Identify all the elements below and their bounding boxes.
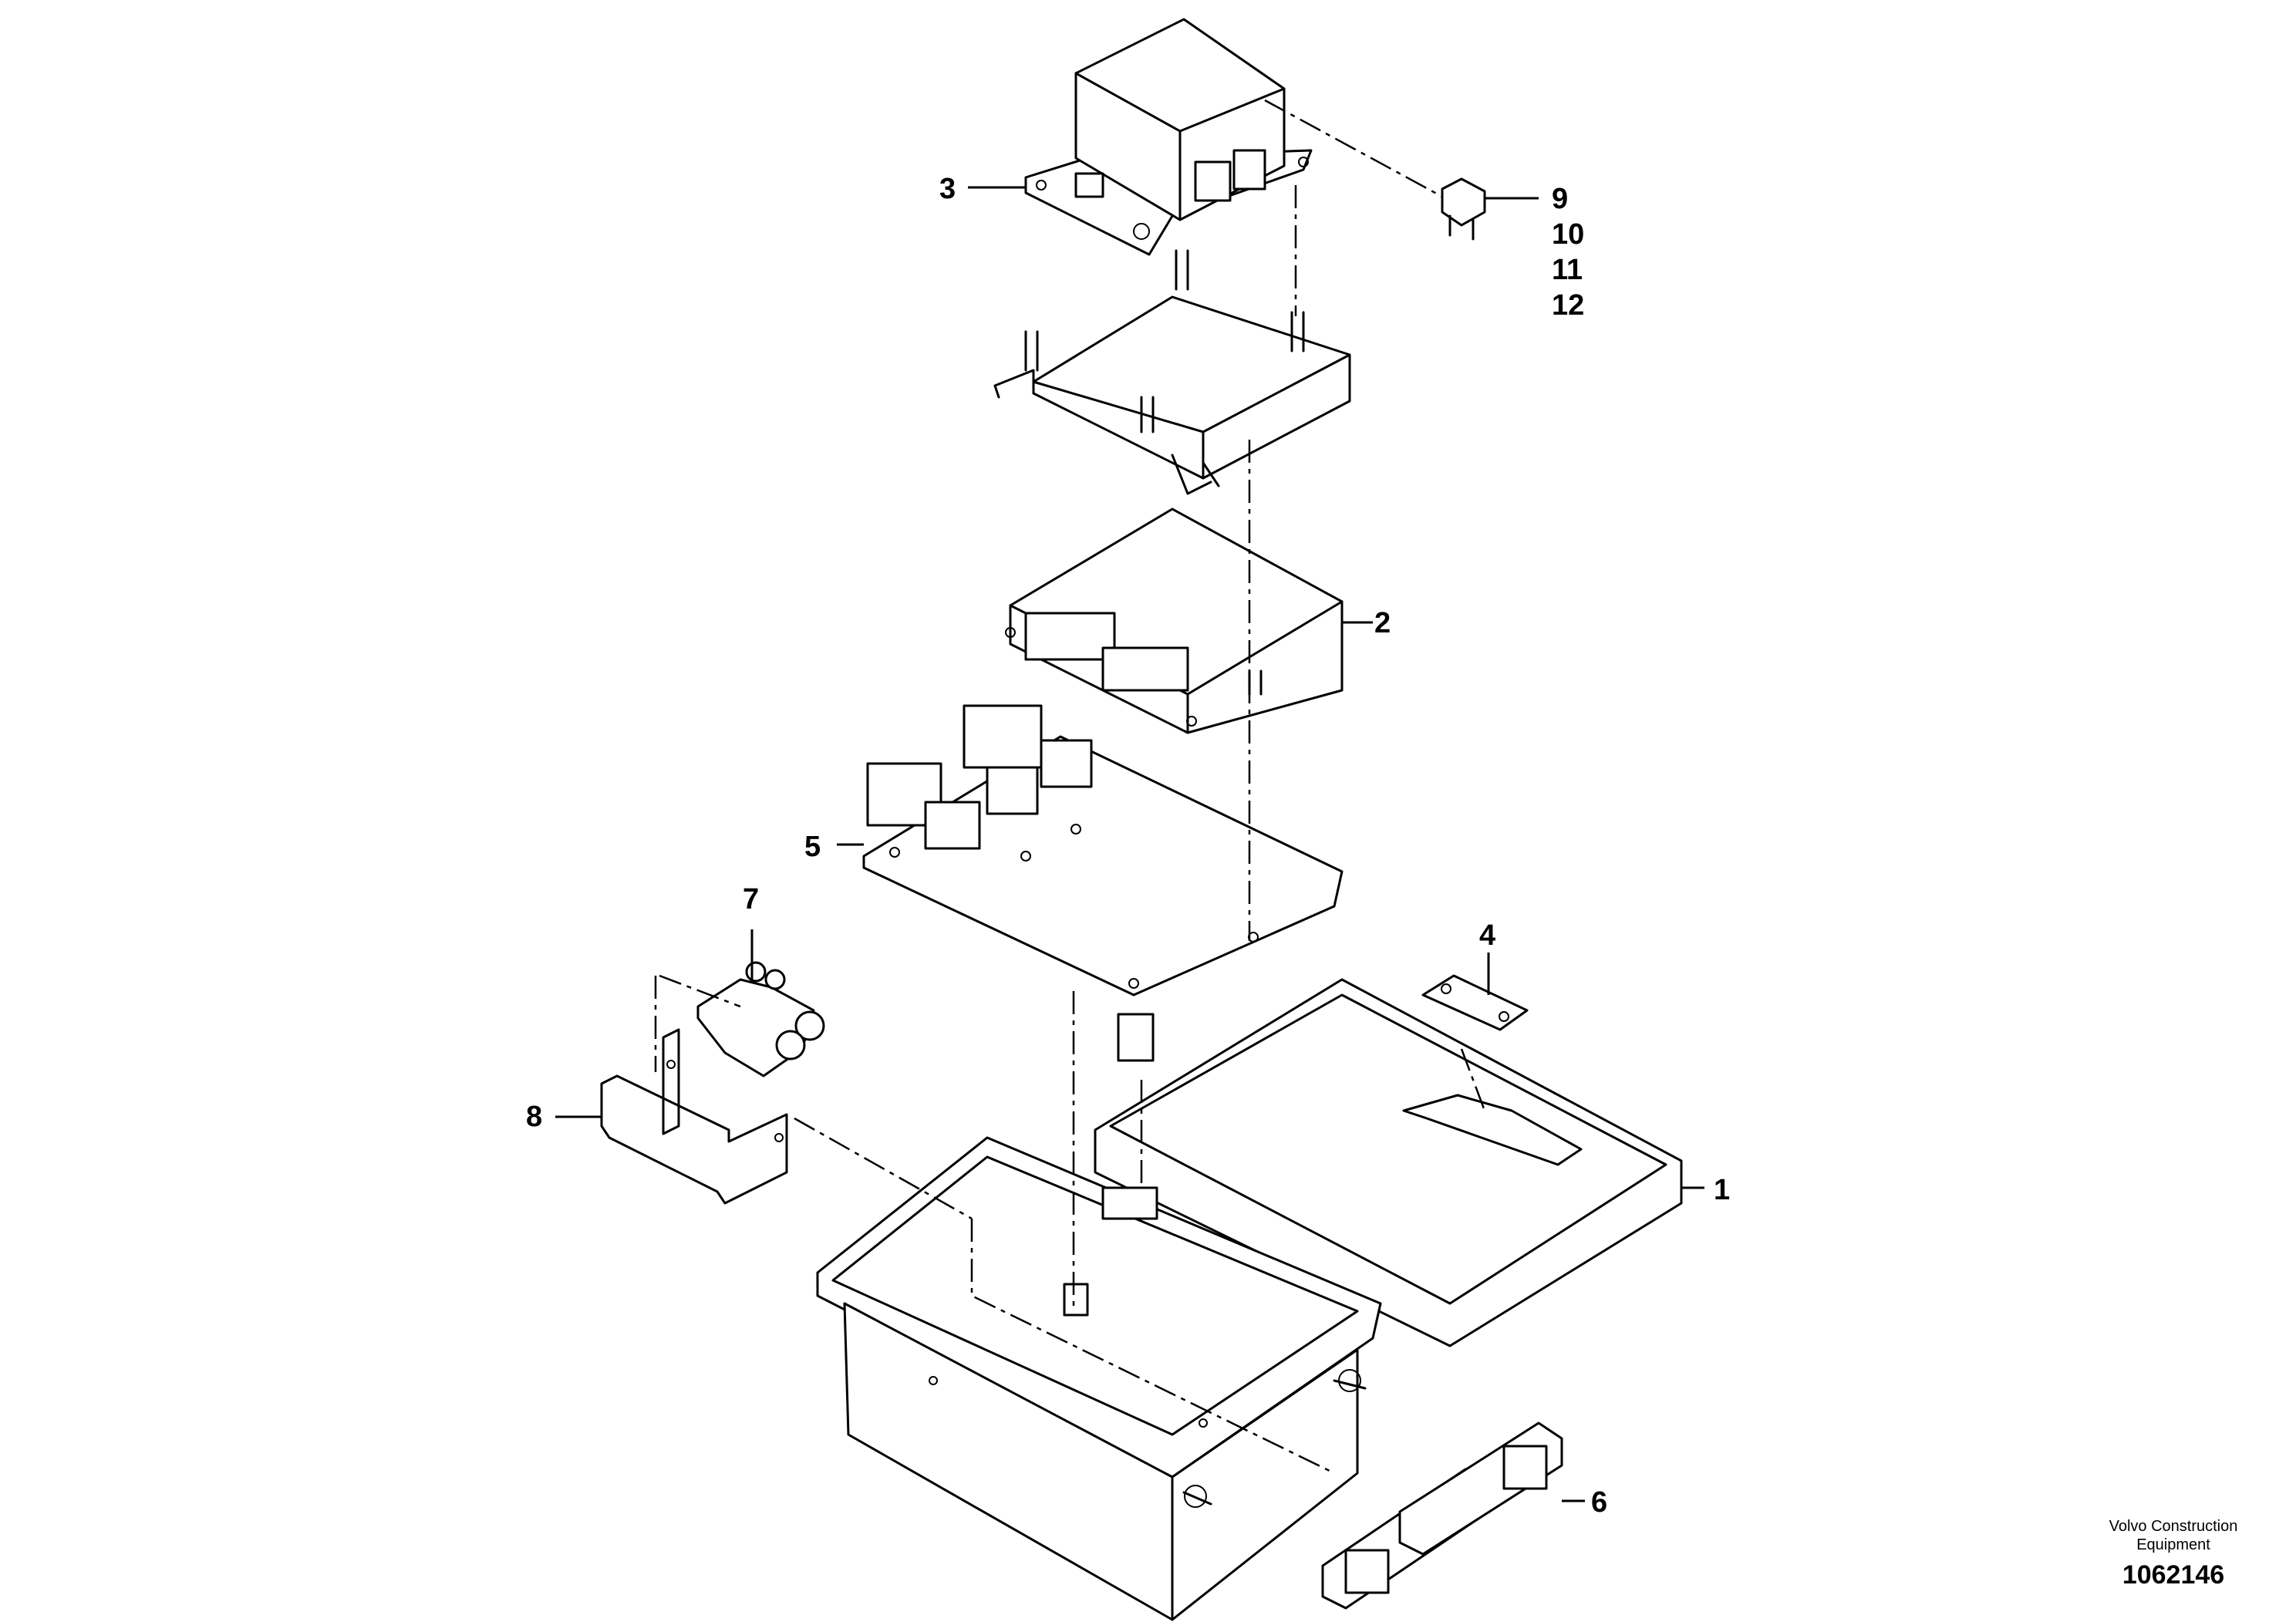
part-1-electrical-box — [816, 978, 1683, 1621]
leader-lines — [555, 186, 1704, 1502]
callout-2: 2 — [1374, 607, 1391, 639]
part-4-plate — [1421, 974, 1529, 1031]
company-name-line-2: Equipment — [2136, 1536, 2210, 1553]
callout-6: 6 — [1591, 1486, 1607, 1519]
callout-4: 4 — [1479, 919, 1495, 952]
part-9-fuse — [1441, 177, 1486, 241]
callout-7: 7 — [743, 883, 759, 916]
part-3-control-unit — [1024, 18, 1313, 256]
callout-11: 11 — [1552, 254, 1583, 286]
part-6-connector-plates — [1321, 1421, 1563, 1610]
callout-12: 12 — [1552, 289, 1584, 322]
callout-8: 8 — [526, 1101, 542, 1133]
part-5-circuit-board — [862, 704, 1344, 996]
callout-3: 3 — [939, 173, 956, 205]
callout-9: 9 — [1552, 183, 1568, 215]
company-name-line-1: Volvo Construction — [2109, 1518, 2238, 1535]
document-number: 1062146 — [2122, 1560, 2224, 1590]
part-7-valve — [696, 961, 825, 1077]
callout-10: 10 — [1552, 218, 1584, 251]
part-8-bracket — [600, 1028, 788, 1205]
callout-1: 1 — [1714, 1174, 1730, 1206]
mounting-plate — [993, 249, 1351, 495]
callout-5: 5 — [804, 831, 821, 863]
assembly-lines — [654, 99, 1486, 1475]
part-2-ecu — [1005, 508, 1344, 734]
